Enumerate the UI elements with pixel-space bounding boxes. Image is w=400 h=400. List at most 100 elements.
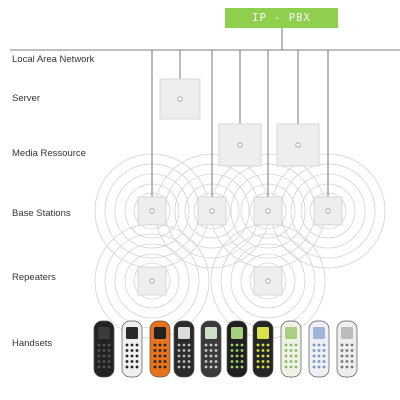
handset-key: [266, 343, 270, 347]
handset-key: [153, 360, 157, 363]
device-indicator-dot: [237, 142, 243, 148]
handset-key: [158, 360, 162, 363]
handset-key: [261, 349, 265, 352]
handset-key: [235, 343, 239, 347]
handset-key: [153, 349, 157, 352]
handset-screen: [178, 327, 190, 339]
handset-key: [322, 349, 326, 352]
device-indicator-dot: [149, 208, 155, 214]
handset-key: [317, 354, 321, 358]
handset-key: [350, 360, 354, 363]
handset-key: [350, 343, 354, 347]
handset-key: [240, 365, 244, 369]
handset-key: [312, 354, 316, 358]
media-resource-unit: [276, 123, 320, 167]
handset-screen: [341, 327, 353, 339]
handset-screen: [126, 327, 138, 339]
handset-key: [240, 343, 244, 347]
handset-key: [256, 349, 260, 352]
label-handsets: Handsets: [12, 338, 53, 349]
base-station-unit: [253, 196, 283, 226]
handset-key: [230, 360, 234, 363]
handset-key: [256, 343, 260, 347]
handset-key: [317, 365, 321, 369]
handset-screen: [231, 327, 243, 339]
handset-key: [204, 349, 208, 352]
handset-key: [261, 354, 265, 358]
handset-key: [107, 354, 111, 358]
handset-key: [204, 360, 208, 363]
handset-key: [214, 343, 218, 347]
handset-key: [289, 349, 293, 352]
handset-key: [345, 365, 349, 369]
handset-key: [182, 349, 186, 352]
handset-key: [102, 354, 106, 358]
repeater-unit: [253, 266, 283, 296]
handset-key: [187, 360, 191, 363]
handset-key: [102, 349, 106, 352]
handset-key: [107, 365, 111, 369]
handset-key: [284, 343, 288, 347]
handset-key: [182, 365, 186, 369]
handset-key: [294, 349, 298, 352]
handset-key: [340, 354, 344, 358]
handset-key: [214, 360, 218, 363]
handset-key: [177, 349, 181, 352]
handset-key: [125, 354, 129, 358]
device-units: [137, 78, 343, 296]
handset-screen: [154, 327, 166, 339]
handset-key: [209, 360, 213, 363]
handset-key: [204, 365, 208, 369]
device-panel: [218, 123, 262, 167]
handset-phone: [226, 320, 248, 378]
handset-key: [322, 360, 326, 363]
handset-key: [294, 365, 298, 369]
handset-key: [322, 354, 326, 358]
handset-key: [340, 365, 344, 369]
repeater-unit: [137, 266, 167, 296]
handset-key: [312, 365, 316, 369]
handset-key: [317, 343, 321, 347]
device-panel: [137, 266, 167, 296]
handset-key: [345, 343, 349, 347]
handset-screen: [313, 327, 325, 339]
handset-key: [322, 365, 326, 369]
handset-key: [345, 354, 349, 358]
handset-key: [312, 343, 316, 347]
handset-key: [256, 354, 260, 358]
device-indicator-dot: [209, 208, 215, 214]
handset-key: [163, 349, 167, 352]
handset-key: [97, 354, 101, 358]
handset-screen: [285, 327, 297, 339]
handset-phone: [93, 320, 115, 378]
handset-key: [130, 360, 134, 363]
handset-key: [97, 349, 101, 352]
handset-key: [214, 365, 218, 369]
server-unit: [159, 78, 201, 120]
handset-key: [240, 349, 244, 352]
handset-key: [209, 365, 213, 369]
device-indicator-dot: [325, 208, 331, 214]
handset-key: [130, 343, 134, 347]
handset-key: [209, 354, 213, 358]
device-indicator-dot: [149, 278, 155, 284]
handset-key: [130, 365, 134, 369]
handset-key: [289, 354, 293, 358]
handset-key: [125, 360, 129, 363]
handset-key: [284, 360, 288, 363]
handset-key: [284, 349, 288, 352]
coverage-ring: [124, 253, 180, 309]
handset-key: [97, 360, 101, 363]
handset-key: [130, 349, 134, 352]
handset-key: [97, 365, 101, 369]
label-server: Server: [12, 93, 40, 104]
base-station-unit: [197, 196, 227, 226]
connection-lines: [10, 28, 400, 198]
handset-key: [289, 360, 293, 363]
handset-key: [102, 343, 106, 347]
handset-key: [284, 354, 288, 358]
label-repeaters: Repeaters: [12, 272, 56, 283]
handset-screen: [257, 327, 269, 339]
handset-key: [322, 343, 326, 347]
handset-screen: [205, 327, 217, 339]
